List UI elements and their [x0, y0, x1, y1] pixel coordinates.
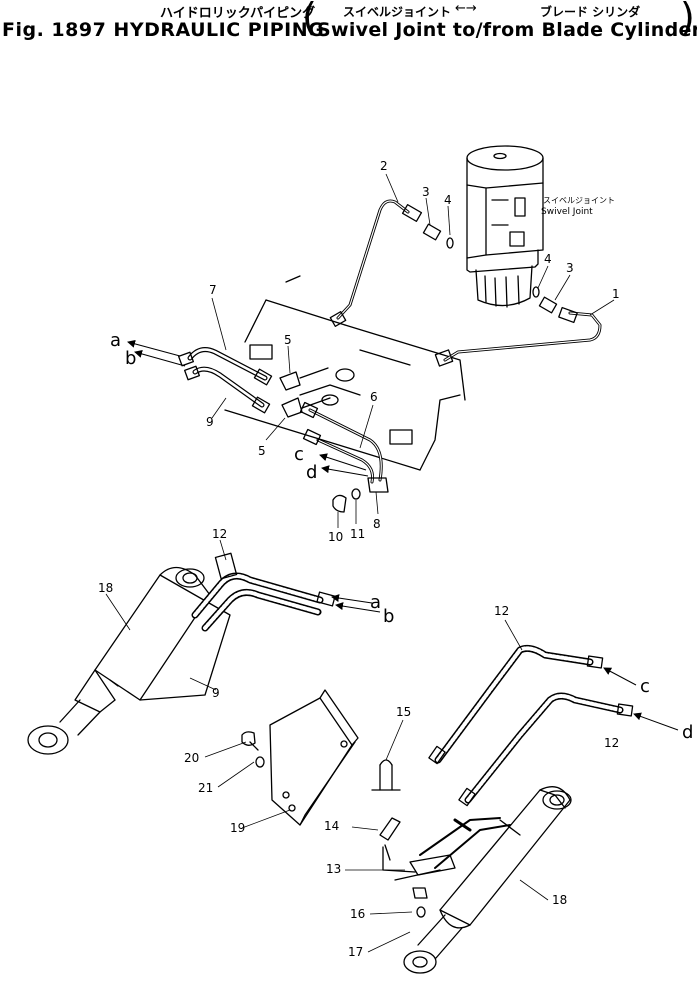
part-number: 12: [494, 604, 509, 618]
part-number: 18: [98, 581, 113, 595]
title-japanese-blade: ブレード シリンダ: [540, 5, 641, 19]
title-japanese: ハイドロリックパイピング: [160, 6, 316, 21]
part-number: 3: [422, 185, 430, 199]
pipe-1: [443, 311, 602, 362]
part-number: 12: [212, 527, 227, 541]
figure-header: ハイドロリックパイピング Fig. 1897 HYDRAULIC PIPING …: [0, 0, 697, 50]
part-number: 8: [373, 517, 381, 531]
swivel-label-en: Swivel Joint: [541, 207, 593, 217]
part-number: 14: [324, 819, 339, 833]
part-number: 5: [258, 444, 266, 458]
hose-7: [187, 347, 268, 381]
part-number: 19: [230, 821, 245, 835]
part-number: 15: [396, 705, 411, 719]
swivel-joint: [466, 145, 544, 308]
part-number: 17: [348, 945, 363, 959]
open-paren: (: [302, 0, 317, 39]
part-number: 13: [326, 862, 341, 876]
part-number: 16: [350, 907, 365, 921]
figure-subtitle: Swivel Joint to/from Blade Cylinder: [317, 19, 697, 41]
connection-letter: b: [125, 348, 136, 369]
swivel-label-jp: スイベルジョイント: [543, 196, 615, 205]
connection-letter: b: [383, 606, 394, 627]
frame-bracket: [224, 275, 466, 471]
hose-9-upper: [192, 366, 265, 408]
part-number: 12: [604, 736, 619, 750]
left-cylinder: [27, 566, 231, 755]
close-paren: ): [680, 0, 695, 39]
part-number: 1: [612, 287, 620, 301]
connection-letter: a: [370, 592, 381, 613]
part-number: 21: [198, 781, 213, 795]
figure-title: Fig. 1897 HYDRAULIC PIPING: [2, 19, 325, 41]
right-cylinder: [403, 786, 572, 974]
part-number: 2: [380, 159, 388, 173]
part-number: 18: [552, 893, 567, 907]
part-number: 4: [544, 252, 552, 266]
title-japanese-swivel: スイベルジョイント: [343, 5, 452, 19]
part-number: 3: [566, 261, 574, 275]
part-number: 9: [206, 415, 214, 429]
part-number: 7: [209, 283, 217, 297]
connection-letter: d: [682, 722, 693, 743]
part-number: 4: [444, 193, 452, 207]
part-number: 11: [350, 527, 365, 541]
connection-letter: c: [294, 444, 304, 465]
connection-letter: c: [640, 676, 650, 697]
part-number: 9: [212, 686, 220, 700]
hose-12-right-d: [464, 692, 624, 804]
part-number: 10: [328, 530, 343, 544]
connection-letter: d: [306, 462, 317, 483]
title-arrow: ←→: [455, 1, 477, 16]
part-number: 6: [370, 390, 378, 404]
part-number: 20: [184, 751, 199, 765]
connection-letter: a: [110, 330, 121, 351]
pipe-2: [336, 199, 410, 320]
part-number: 5: [284, 333, 292, 347]
